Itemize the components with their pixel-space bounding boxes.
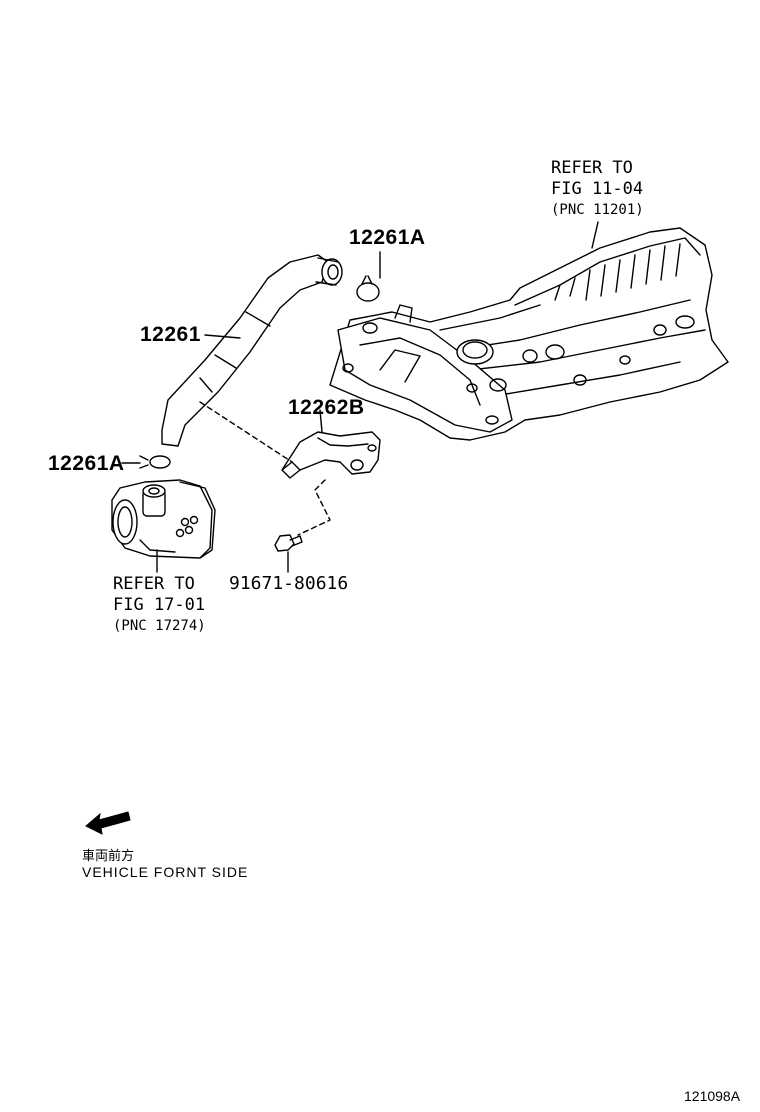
- part-label-12261a-lower: 12261A: [48, 452, 125, 475]
- part-label-91671-80616: 91671-80616: [229, 573, 349, 594]
- hose-bracket: [281, 431, 381, 479]
- throttle-body: [111, 479, 216, 559]
- leader-hose: [204, 334, 241, 339]
- direction-label-jp: 車両前方: [82, 849, 135, 864]
- part-label-12262b: 12262B: [288, 396, 365, 419]
- pcv-hose: [161, 254, 343, 447]
- cylinder-head-cover: [329, 227, 729, 441]
- part-label-12261: 12261: [140, 323, 201, 346]
- leader-bracket: [319, 409, 323, 433]
- assembly-lines: [199, 401, 331, 536]
- hose-clamp-upper: [356, 275, 380, 302]
- arrow-left-front-icon: [85, 811, 131, 835]
- hose-clamp-lower: [139, 455, 171, 469]
- figure-id: 121098A: [684, 1088, 741, 1104]
- ref-head-cover-line2: FIG 11-04: [551, 179, 644, 199]
- leader-head-cover: [591, 221, 599, 249]
- ref-throttle-pnc: (PNC 17274): [113, 618, 206, 634]
- ref-head-cover-line1: REFER TO: [551, 158, 633, 178]
- ref-head-cover-pnc: (PNC 11201): [551, 202, 644, 218]
- ref-throttle-line1: REFER TO: [113, 574, 195, 594]
- direction-label-en: VEHICLE FORNT SIDE: [82, 864, 249, 880]
- ref-throttle-line2: FIG 17-01: [113, 595, 206, 615]
- flange-bolt: [274, 534, 303, 552]
- part-label-12261a-upper: 12261A: [349, 226, 426, 249]
